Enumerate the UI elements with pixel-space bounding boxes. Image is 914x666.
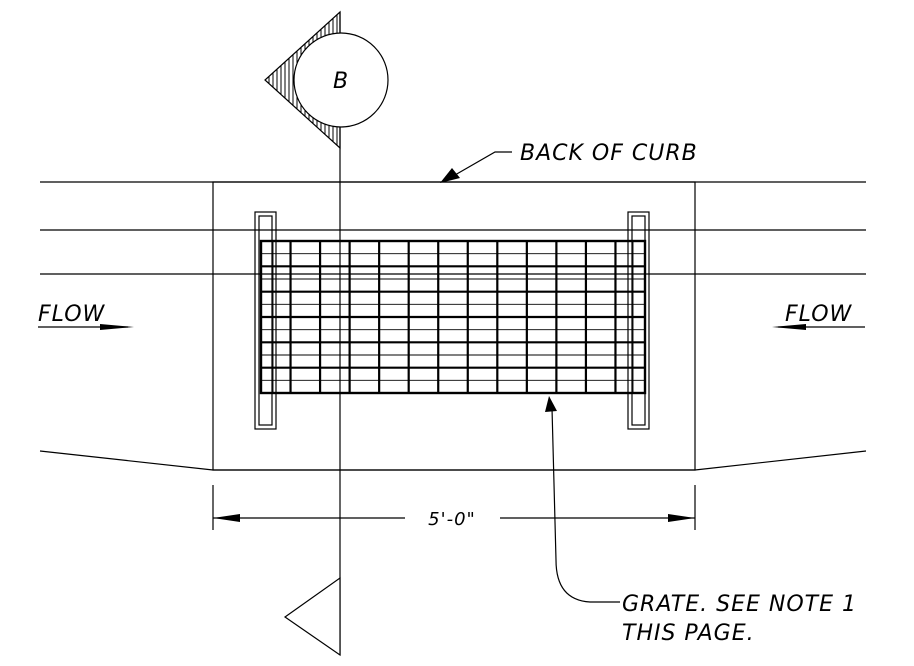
- grate-leader: [551, 407, 620, 603]
- grate: [259, 239, 647, 395]
- section-label: B: [333, 69, 349, 94]
- grate-note-line-2: THIS PAGE.: [622, 621, 755, 646]
- inlet-box: [212, 181, 696, 471]
- flow-left-arrowhead: [100, 324, 134, 330]
- flow-right: FLOW: [772, 302, 865, 330]
- flow-left: FLOW: [38, 302, 134, 330]
- dimension-label: 5'-0": [428, 509, 476, 530]
- left-frame-bar-inner: [258, 215, 273, 426]
- flow-right-label: FLOW: [785, 302, 853, 327]
- left-frame-bar-outer: [254, 211, 277, 430]
- grate-leader-arrowhead: [545, 396, 557, 412]
- section-arrow-bottom: [283, 576, 341, 657]
- back-of-curb-label: BACK OF CURB: [520, 141, 698, 166]
- right-frame-bar-outer: [627, 211, 650, 430]
- back-of-curb-arrowhead: [440, 168, 460, 183]
- section-bubble: [293, 32, 389, 128]
- dimension-arrow-left: [213, 514, 240, 522]
- dimension-arrow-right: [668, 514, 695, 522]
- gutter-flow-line: [39, 450, 867, 471]
- grate-callout: GRATE. SEE NOTE 1 THIS PAGE.: [545, 396, 857, 646]
- flow-right-arrowhead: [772, 324, 806, 330]
- back-of-curb-leader: [454, 151, 512, 176]
- flow-left-label: FLOW: [38, 302, 106, 327]
- width-dimension: 5'-0": [212, 485, 696, 530]
- grate-frame-bars: [254, 211, 650, 430]
- curb-lines: [39, 181, 867, 471]
- grate-note-line-1: GRATE. SEE NOTE 1: [622, 592, 857, 617]
- back-of-curb-callout: BACK OF CURB: [440, 141, 698, 183]
- section-cut: B: [264, 10, 389, 657]
